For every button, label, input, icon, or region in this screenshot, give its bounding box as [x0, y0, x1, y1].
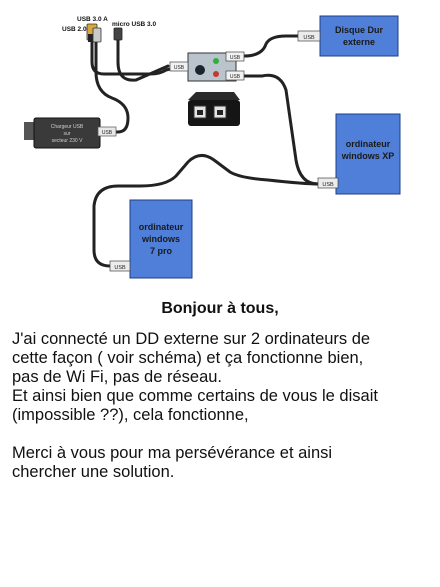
label-microusb: micro USB 3.0: [112, 21, 156, 28]
paragraph-gap: [0, 425, 440, 444]
win7-label-line2: windows: [141, 234, 180, 244]
hub-led-green: [213, 58, 219, 64]
cables: [90, 34, 322, 268]
message-line: (impossible ??), cela fonctionne,: [12, 406, 249, 424]
charger-usb-port: [97, 126, 117, 137]
label-usb30a: USB 3.0 A: [77, 16, 108, 23]
microusb-plug: [113, 27, 123, 41]
disk-port-label: USB: [303, 35, 315, 41]
computer-windows-7: ordinateur windows 7 pro USB: [109, 199, 193, 279]
cable-xp-win7: [92, 154, 322, 268]
charger-port-label: USB: [102, 130, 113, 136]
hub-port-left: [169, 61, 189, 72]
charger-label-line1: Chargeur USB: [51, 124, 84, 130]
usb20-plug: [92, 27, 102, 43]
hub-button: [195, 65, 205, 75]
hub-port-top-label: USB: [230, 55, 241, 61]
usb-charger: Chargeur USB sur secteur 230 V USB: [24, 117, 117, 149]
xp-usb-port: [317, 177, 339, 189]
win7-label-line3: 7 pro: [150, 246, 173, 256]
charger-label-line2: sur: [64, 131, 71, 137]
cable-usb20-charger: [94, 38, 130, 134]
win7-usb-port: [109, 260, 131, 272]
cable-microusb: [116, 36, 170, 82]
xp-label-line1: ordinateur: [346, 139, 391, 149]
xp-label-line2: windows XP: [341, 151, 395, 161]
hub-port-bottom: [225, 70, 245, 81]
label-usb20: USB 2.0: [62, 26, 87, 33]
external-disk: Disque Dur externe USB: [297, 15, 399, 57]
message-line: cette façon ( voir schéma) et ça fonctio…: [12, 349, 364, 367]
usb-connection-diagram: USB 3.0 A USB 2.0 micro USB 3.0 Chargeur…: [24, 15, 401, 279]
usb-switch-hub: USB USB USB: [169, 51, 245, 82]
message-body: Bonjour à tous, J'ai connecté un DD exte…: [0, 300, 440, 482]
win7-label-line1: ordinateur: [139, 222, 184, 232]
hub-port-top: [225, 51, 245, 62]
usb-adapter-device: [188, 92, 240, 126]
cable-hub-disk: [242, 34, 300, 58]
message-line: Et ainsi bien que comme certains de vous…: [12, 387, 378, 405]
message-line: J'ai connecté un DD externe sur 2 ordina…: [12, 330, 371, 348]
xp-port-label: USB: [322, 182, 334, 188]
disk-usb-port: [297, 30, 321, 42]
win7-port-label: USB: [114, 265, 126, 271]
cable-hub-xp: [242, 73, 320, 186]
message-line: pas de Wi Fi, pas de réseau.: [12, 368, 223, 386]
hub-port-left-label: USB: [174, 65, 185, 71]
message-title: Bonjour à tous,: [161, 300, 279, 317]
disk-label-line1: Disque Dur: [335, 25, 384, 35]
charger-label-line3: secteur 230 V: [52, 138, 84, 144]
message-line: chercher une solution.: [12, 463, 175, 481]
hub-port-bottom-label: USB: [230, 74, 241, 80]
disk-label-line2: externe: [343, 37, 375, 47]
cable-usb30a: [90, 36, 176, 76]
computer-windows-xp: ordinateur windows XP USB: [317, 113, 401, 195]
message-line: Merci à vous pour ma persévérance et ain…: [12, 444, 333, 462]
hub-led-red: [213, 71, 219, 77]
